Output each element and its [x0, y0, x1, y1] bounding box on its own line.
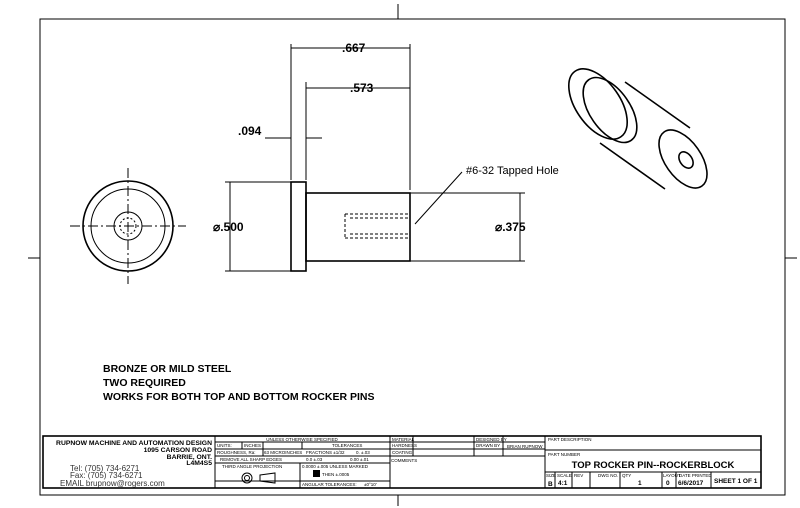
rev-label: REV [574, 473, 583, 478]
size-value: B [548, 481, 553, 488]
drawing-border [39, 18, 786, 496]
designed-by-label: DESIGNED BY [476, 437, 507, 442]
company-tel: Tel: (705) 734-6271 [70, 464, 140, 473]
drawn-by-value: BRIAN RUPNOW [507, 444, 543, 449]
tolerance-4: THEN ±.0005 [322, 472, 350, 477]
note-material: BRONZE OR MILD STEEL [103, 363, 232, 375]
dim-overall-length: .667 [342, 41, 366, 55]
dim-flange-thickness: .094 [238, 124, 262, 138]
coating-label: COATING [392, 450, 413, 455]
dwg-label: DWG NO. [598, 473, 618, 478]
tolerance-2: 0.00 ±.01 [350, 457, 369, 462]
front-view [70, 168, 186, 284]
tolerance-header: UNLESS OTHERWISE SPECIFIED [266, 437, 338, 442]
side-view [290, 181, 411, 272]
tolerance-0: 0. ±.03 [356, 450, 370, 455]
company-name: RUPNOW MACHINE AND AUTOMATION DESIGN [56, 440, 212, 447]
scale-value: 4:1 [558, 480, 568, 487]
part-description-label: PART DESCRIPTION [548, 437, 592, 442]
note-usage: WORKS FOR BOTH TOP AND BOTTOM ROCKER PIN… [103, 391, 374, 403]
units-label: UNITS: [217, 443, 232, 448]
angular-label: ANGULAR TOLERANCES: [302, 482, 357, 487]
drawn-by-label: DRAWN BY [476, 443, 500, 448]
qty-label: QTY [622, 473, 631, 478]
tolerance-3: 0.0000 ±.005 UNLESS MARKED [302, 464, 369, 469]
roughness-label: ROUGHNESS, Ra: [217, 450, 256, 455]
comments-label: COMMENTS [391, 458, 417, 463]
date-label: DATE PRINTED [679, 473, 712, 478]
projection-label: THIRD ANGLE PROJECTION [222, 464, 282, 469]
units-value: INCHES [244, 443, 261, 448]
third-angle-projection-icon [241, 472, 276, 484]
company-fax: Fax: (705) 734-6271 [70, 471, 143, 480]
dim-body-diameter: ⌀.375 [495, 220, 526, 234]
title-block: RUPNOW MACHINE AND AUTOMATION DESIGN 109… [42, 435, 762, 489]
company-address: 1095 CARSON ROAD [144, 447, 212, 454]
part-number: TOP ROCKER PIN--ROCKERBLOCK [572, 460, 735, 471]
dim-flange-diameter: ⌀.500 [213, 220, 244, 234]
size-label: SIZE [546, 473, 556, 478]
scale-label: SCALE [557, 473, 572, 478]
zone-marks [28, 4, 797, 506]
material-label: MATERIAL [392, 437, 415, 442]
tolerances-header: TOLERANCES [332, 443, 362, 448]
part-number-label: PART NUMBER [548, 452, 581, 457]
layout-label: LAYOUT [663, 473, 681, 478]
company-postal: L4M4S5 [186, 460, 212, 467]
sharp-edges-note: REMOVE ALL SHARP EDGES [220, 457, 282, 462]
hardness-label: HARDNESS [392, 443, 417, 448]
company-email: EMAIL brupnow@rogers.com [60, 479, 165, 488]
hole-callout: #6-32 Tapped Hole [466, 165, 559, 177]
note-quantity: TWO REQUIRED [103, 377, 186, 389]
qty-value: 1 [638, 480, 642, 487]
date-value: 6/6/2017 [678, 480, 704, 487]
dimension-lines [225, 44, 525, 272]
layout-value: 0 [666, 480, 670, 487]
dim-body-length: .573 [350, 81, 374, 95]
roughness-value: 63 MICROINCHES [264, 450, 302, 455]
fractions-tolerance: FRACTIONS ±1/32 [306, 450, 345, 455]
company-city: BARRIE, ONT. [167, 454, 212, 461]
isometric-view [568, 68, 708, 190]
tolerance-1: 0.0 ±.03 [306, 457, 323, 462]
sheet-number: SHEET 1 OF 1 [714, 478, 758, 485]
angular-value: ±0°10' [364, 482, 377, 487]
datum-symbol-icon [313, 470, 320, 477]
